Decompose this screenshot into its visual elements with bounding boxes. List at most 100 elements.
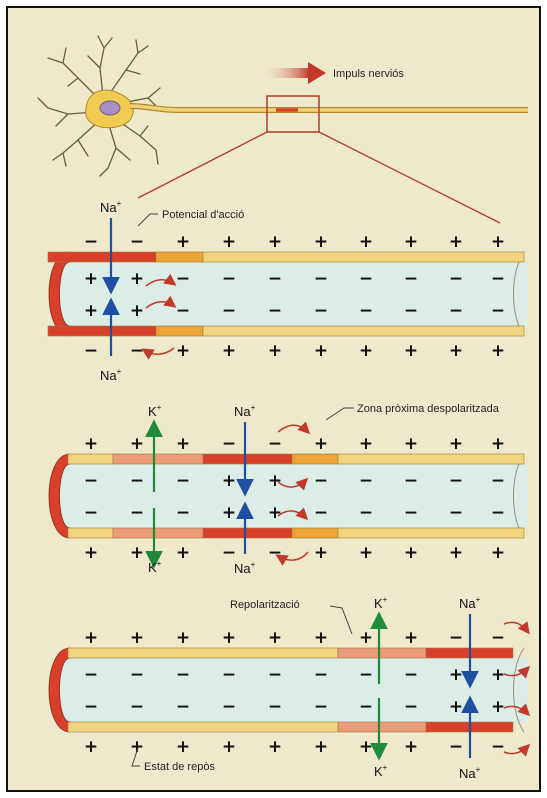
- outer-charge-bottom: +: [84, 543, 98, 563]
- inner-charge-bottom: −: [314, 503, 328, 523]
- inner-charge-top: −: [84, 471, 98, 491]
- outer-charge-top: +: [314, 628, 328, 648]
- inner-charge-top: −: [491, 471, 505, 491]
- k-label-bottom-3: K+: [374, 763, 388, 779]
- inner-charge-top: +: [449, 665, 463, 685]
- membrane-resting: [68, 454, 113, 464]
- outer-charge-top: +: [176, 434, 190, 454]
- inner-charge-top: −: [449, 269, 463, 289]
- outer-charge-bottom: +: [314, 737, 328, 757]
- membrane-resting: [68, 528, 113, 538]
- inner-charge-bottom: +: [449, 697, 463, 717]
- inner-charge-bottom: −: [176, 697, 190, 717]
- membrane-resting: [338, 454, 524, 464]
- outer-charge-bottom: +: [176, 543, 190, 563]
- membrane-depolarizing: [292, 528, 338, 538]
- outer-charge-bottom: +: [449, 341, 463, 361]
- outer-charge-top: +: [359, 232, 373, 252]
- inner-charge-bottom: −: [176, 503, 190, 523]
- inner-charge-top: −: [268, 665, 282, 685]
- membrane-depolarizing: [156, 252, 203, 262]
- outer-charge-top: +: [359, 628, 373, 648]
- na-label-bottom-2: Na+: [234, 560, 256, 576]
- zoom-line-right: [319, 132, 500, 223]
- outer-charge-top: +: [268, 628, 282, 648]
- inner-charge-top: −: [176, 471, 190, 491]
- outer-charge-bottom: +: [268, 341, 282, 361]
- inner-charge-bottom: −: [84, 697, 98, 717]
- outer-charge-bottom: +: [359, 341, 373, 361]
- outer-charge-top: +: [449, 232, 463, 252]
- impulse-arrow-icon: [260, 62, 326, 84]
- inner-charge-bottom: −: [222, 697, 236, 717]
- outer-charge-bottom: +: [449, 543, 463, 563]
- zoom-line-left: [138, 132, 267, 198]
- inner-charge-top: +: [130, 269, 144, 289]
- inner-charge-bottom: −: [130, 503, 144, 523]
- leader-line: [330, 606, 352, 634]
- outer-charge-bottom: −: [84, 341, 98, 361]
- inner-charge-top: −: [222, 665, 236, 685]
- membrane-depolarizing: [156, 326, 203, 336]
- inner-charge-bottom: +: [222, 503, 236, 523]
- local-current-arrow-icon: [278, 425, 308, 432]
- outer-charge-bottom: +: [130, 543, 144, 563]
- inner-charge-bottom: −: [449, 301, 463, 321]
- k-label-top-3: K+: [374, 595, 388, 611]
- membrane-repolarizing: [113, 528, 203, 538]
- membrane-resting: [203, 326, 524, 336]
- na-label-bottom-3: Na+: [459, 765, 481, 781]
- membrane-action-potential: [48, 252, 156, 262]
- outer-charge-bottom: +: [84, 737, 98, 757]
- outer-charge-bottom: −: [491, 737, 505, 757]
- na-label-top-2: Na+: [234, 403, 256, 419]
- outer-charge-bottom: +: [222, 737, 236, 757]
- membrane-resting: [68, 722, 338, 732]
- inner-charge-top: −: [359, 269, 373, 289]
- inner-charge-top: −: [314, 471, 328, 491]
- leader-line: [326, 408, 354, 420]
- outer-charge-top: +: [449, 434, 463, 454]
- outer-charge-top: +: [176, 232, 190, 252]
- inner-charge-top: −: [176, 665, 190, 685]
- na-label-top-3: Na+: [459, 595, 481, 611]
- outer-charge-top: +: [404, 434, 418, 454]
- inner-charge-bottom: −: [359, 503, 373, 523]
- outer-charge-bottom: −: [449, 737, 463, 757]
- inner-charge-bottom: −: [268, 697, 282, 717]
- outer-charge-top: +: [84, 628, 98, 648]
- inner-charge-bottom: +: [491, 697, 505, 717]
- local-current-arrow-icon: [504, 622, 528, 632]
- inner-charge-bottom: −: [359, 697, 373, 717]
- leader-line: [138, 214, 158, 226]
- inner-charge-bottom: −: [84, 503, 98, 523]
- inner-charge-bottom: +: [130, 301, 144, 321]
- outer-charge-top: +: [176, 628, 190, 648]
- k-label-bottom-2: K+: [148, 559, 162, 575]
- outer-charge-top: −: [222, 434, 236, 454]
- outer-charge-bottom: +: [404, 341, 418, 361]
- outer-charge-bottom: +: [491, 341, 505, 361]
- outer-charge-bottom: +: [404, 543, 418, 563]
- inner-charge-top: −: [491, 269, 505, 289]
- inner-charge-bottom: −: [268, 301, 282, 321]
- outer-charge-top: +: [314, 434, 328, 454]
- inner-charge-top: −: [404, 665, 418, 685]
- inner-charge-top: +: [222, 471, 236, 491]
- membrane-resting: [338, 528, 524, 538]
- outer-charge-top: −: [130, 232, 144, 252]
- outer-charge-top: +: [222, 232, 236, 252]
- inner-charge-top: −: [314, 269, 328, 289]
- outer-charge-top: +: [314, 232, 328, 252]
- inner-charge-top: −: [404, 471, 418, 491]
- inner-charge-top: −: [130, 471, 144, 491]
- action-potential-label: Potencial d'acció: [162, 209, 244, 221]
- inner-charge-top: −: [359, 471, 373, 491]
- local-current-arrow-icon: [144, 348, 174, 354]
- impulse-label: Impuls nerviós: [333, 68, 404, 80]
- inner-charge-bottom: −: [404, 503, 418, 523]
- outer-charge-bottom: +: [314, 341, 328, 361]
- axon-segment-2: +++−−+++++−−−++−−−−−−−−++−−−−−+++−−+++++: [49, 434, 528, 563]
- outer-charge-top: +: [222, 628, 236, 648]
- outer-charge-top: +: [84, 434, 98, 454]
